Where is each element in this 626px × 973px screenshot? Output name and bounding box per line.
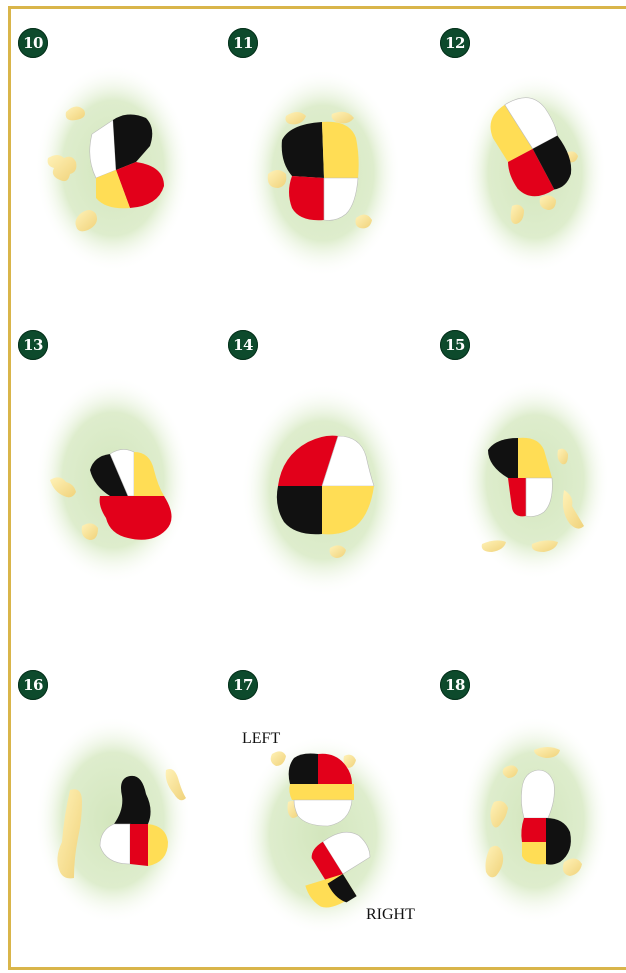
green-quadrant-yellow xyxy=(289,784,354,800)
green-quadrant-red xyxy=(521,818,546,842)
bunker xyxy=(268,170,287,188)
frame-top-border xyxy=(8,6,626,9)
hole-11: 11 xyxy=(228,28,418,308)
left-green-label: LEFT xyxy=(242,730,280,748)
hole-18: 18 xyxy=(440,670,626,950)
hole-11-diagram xyxy=(228,28,418,308)
frame-bottom-border xyxy=(8,967,626,970)
hole-10: 10 xyxy=(18,28,208,308)
hole-15-diagram xyxy=(440,330,626,610)
hole-16: 16 xyxy=(18,670,208,950)
green-left xyxy=(289,754,354,827)
hole-13: 13 xyxy=(18,330,208,610)
fairway xyxy=(35,716,191,924)
hole-12: 12 xyxy=(440,28,626,308)
hole-13-diagram xyxy=(18,330,208,610)
right-green-label: RIGHT xyxy=(366,906,415,924)
green xyxy=(282,122,359,221)
hole-16-diagram xyxy=(18,670,208,950)
hole-14: 14 xyxy=(228,330,418,610)
hole-15: 15 xyxy=(440,330,626,610)
hole-12-diagram xyxy=(440,28,626,308)
hole-14-diagram xyxy=(228,330,418,610)
hole-17: 17 LEFT RIGHT xyxy=(228,670,418,950)
frame-left-border xyxy=(8,6,11,970)
hole-18-diagram xyxy=(440,670,626,950)
green-quadrant-white xyxy=(521,770,554,818)
hole-10-diagram xyxy=(18,28,208,308)
green-quadrant-red xyxy=(130,824,148,866)
